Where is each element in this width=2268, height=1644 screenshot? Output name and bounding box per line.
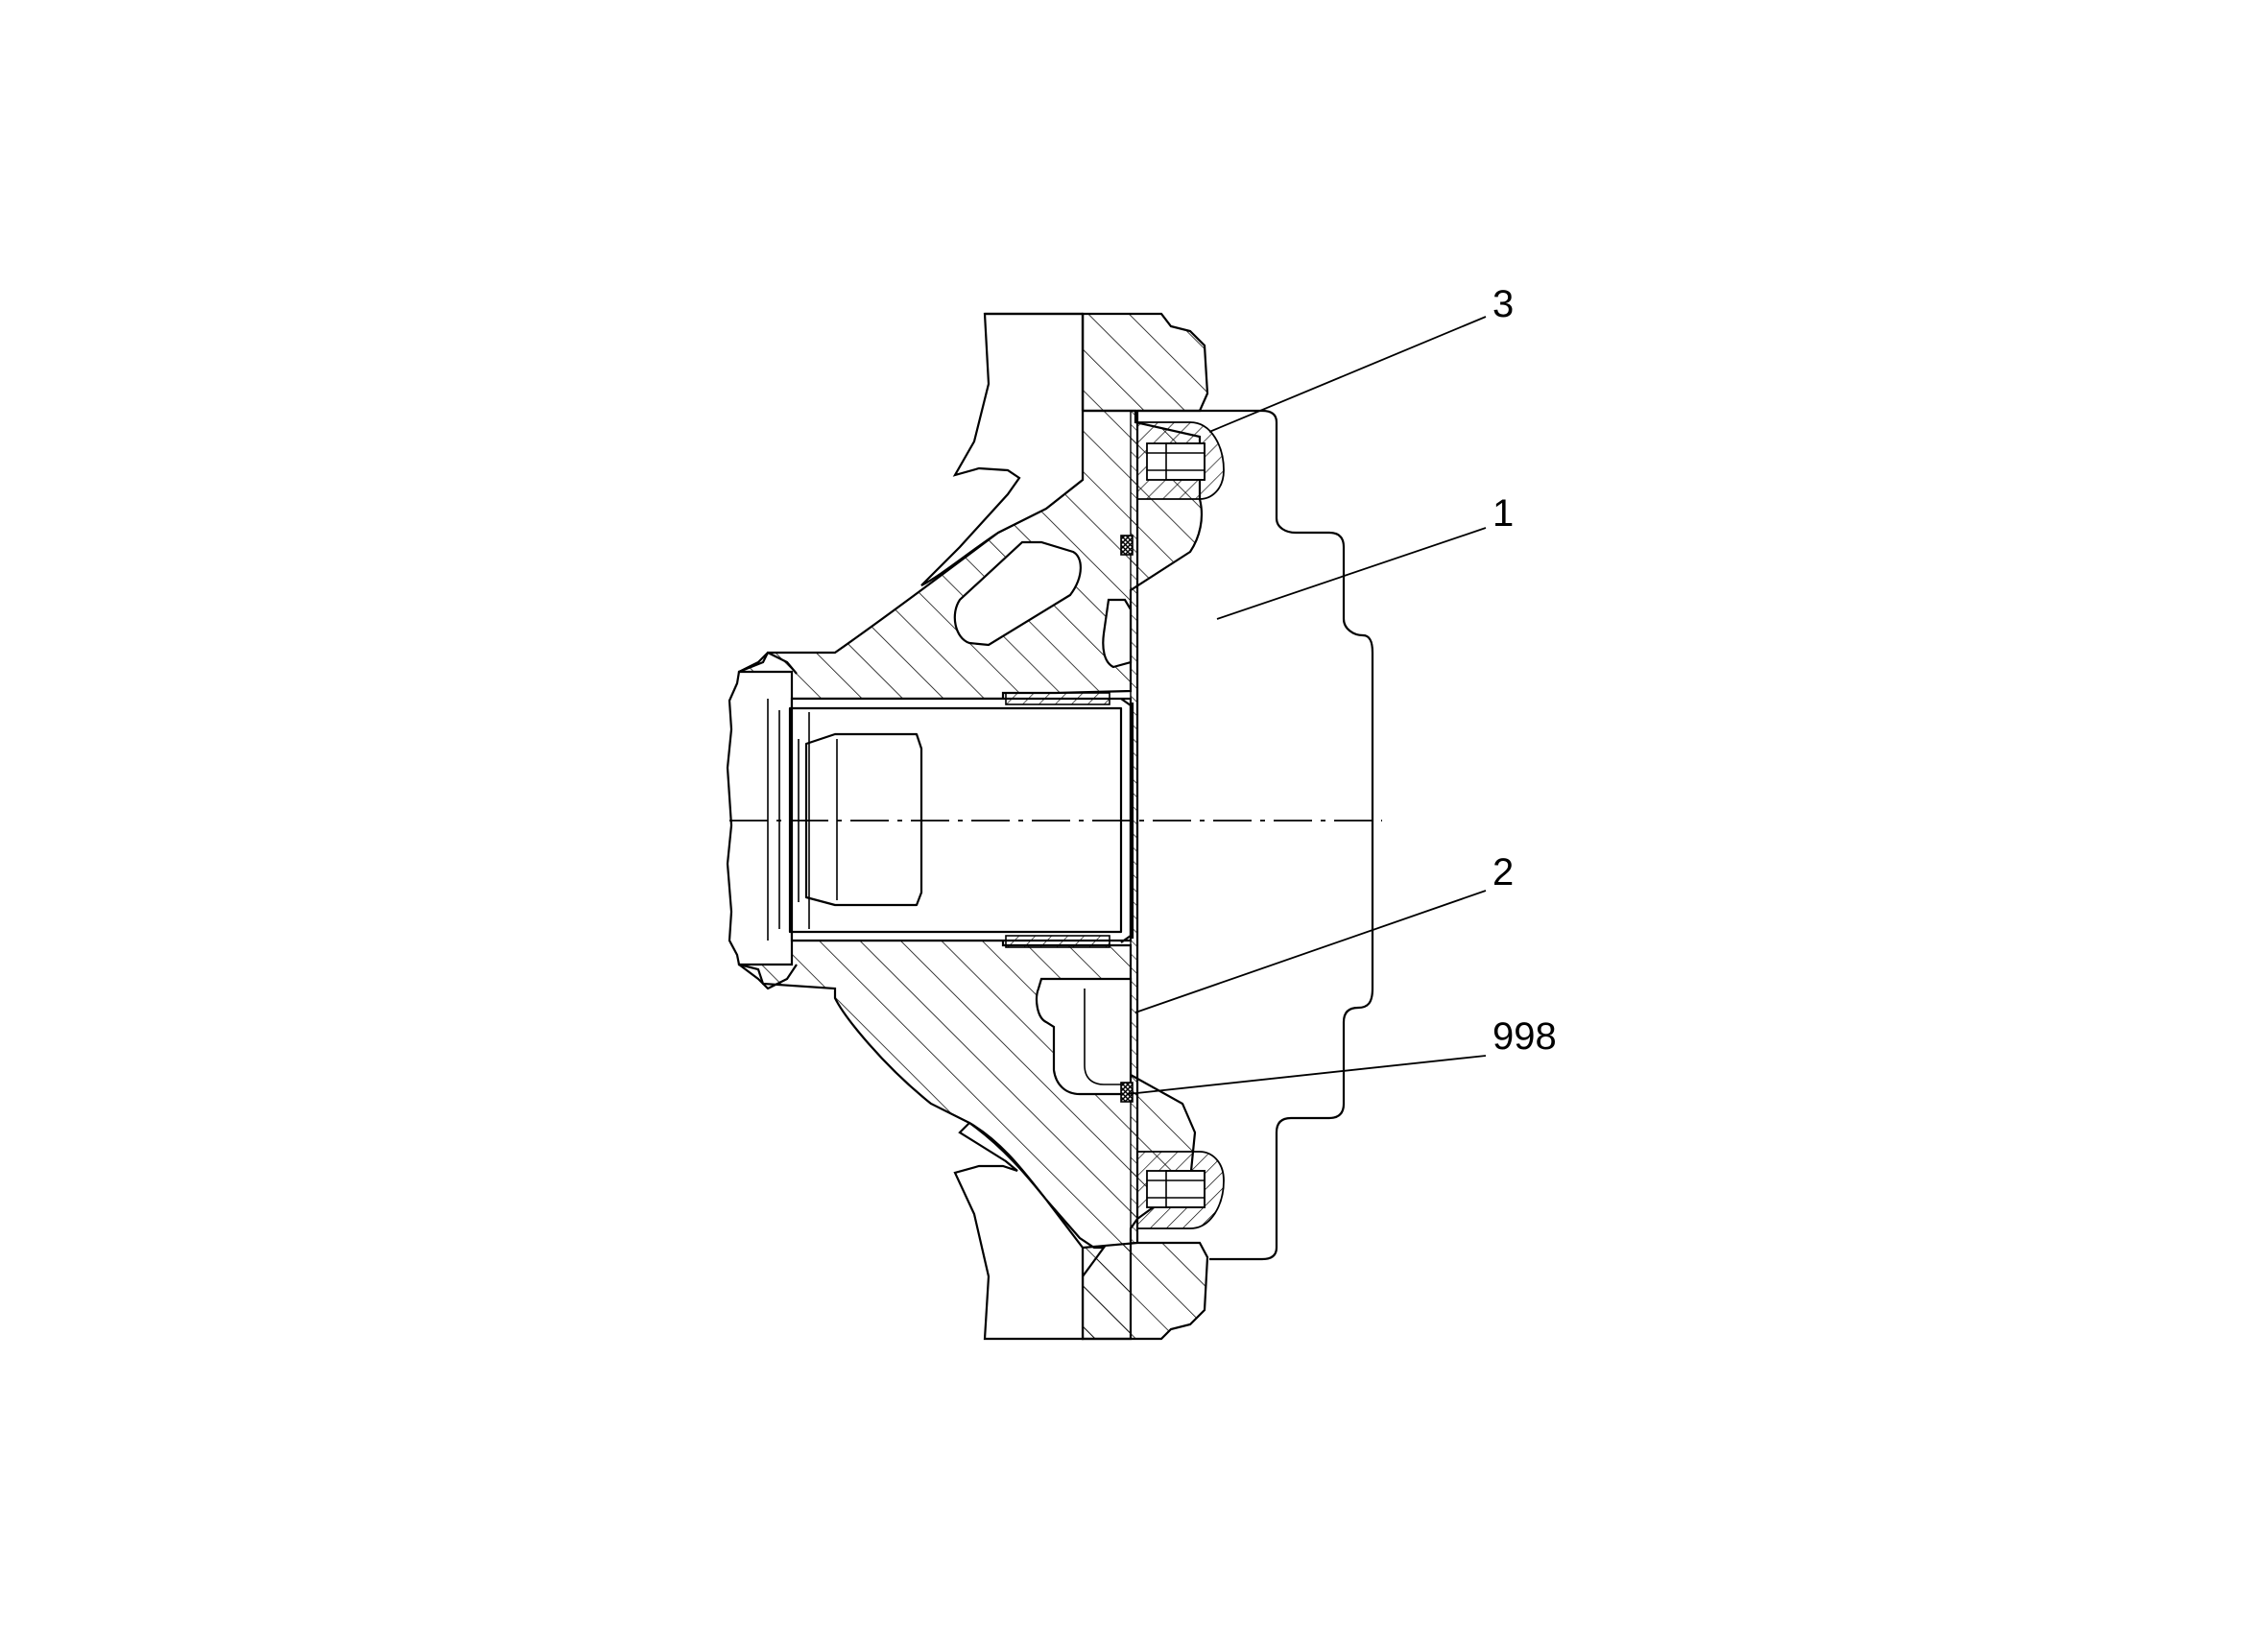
cap-screw-lower [1136,1151,1225,1229]
cored-pockets [953,540,1133,1096]
callout-2: 2 [1492,851,1514,893]
leader-3 [1208,316,1487,433]
leader-lines [1127,316,1487,1095]
o-rings [1120,535,1134,1103]
callout-1: 1 [1492,492,1514,535]
callout-labels: 3 1 2 998 [1492,283,1557,1058]
leader-1 [1216,527,1487,620]
callout-998: 998 [1492,1015,1557,1058]
leader-2 [1134,890,1487,1013]
callout-3: 3 [1492,283,1514,325]
gasket [1130,410,1138,1244]
cap-screw-upper [1136,421,1225,500]
leader-998 [1127,1055,1487,1095]
